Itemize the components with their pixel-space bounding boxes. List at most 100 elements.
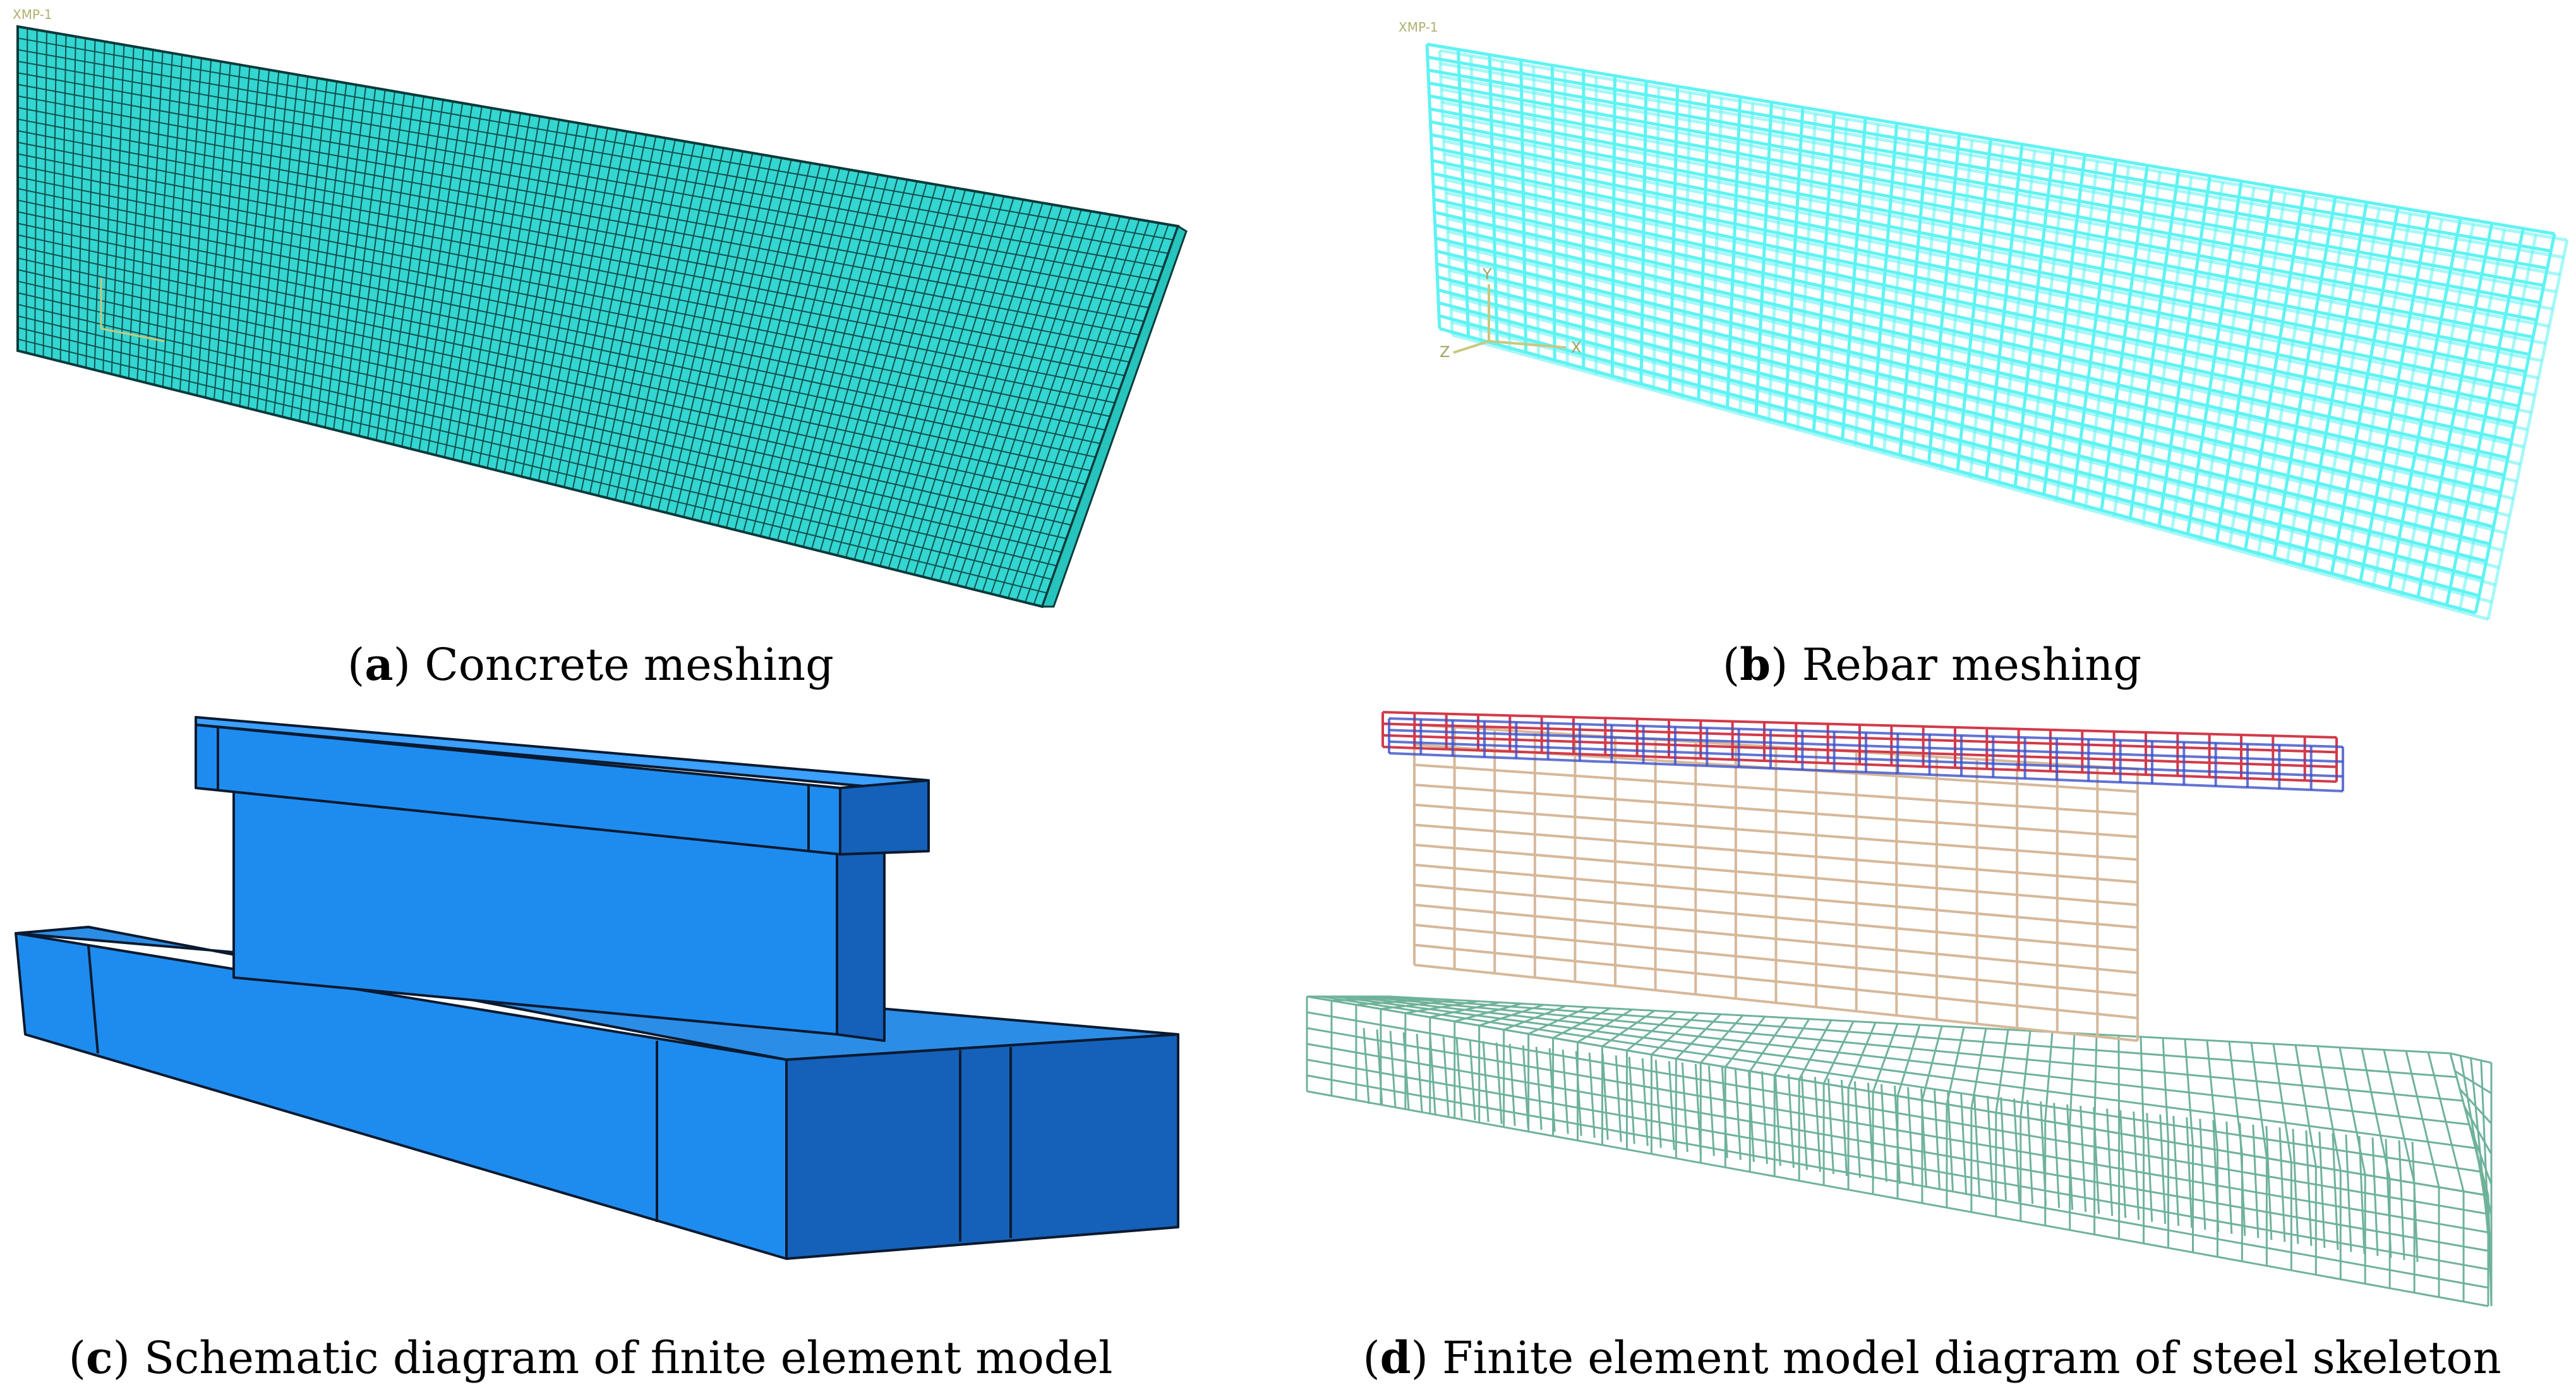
mesh-line <box>1867 1082 1874 1180</box>
triad-axis-z: Z <box>1440 343 1450 361</box>
top-beam-cage <box>1381 711 2344 792</box>
mesh-line <box>1451 320 2493 604</box>
mesh-line <box>17 327 1052 580</box>
mesh-line <box>1440 61 2564 259</box>
mesh-line <box>17 188 1110 417</box>
mesh-line <box>1973 1094 1981 1196</box>
mesh-line <box>1894 1086 1901 1184</box>
mesh-line <box>1987 1096 1994 1198</box>
mesh-line <box>1382 734 2337 768</box>
mesh-line <box>1654 1060 1662 1148</box>
mesh-line <box>1347 995 2470 1125</box>
mesh-line <box>2332 1133 2339 1251</box>
mesh-line <box>1306 1090 2489 1307</box>
mesh-line <box>1306 1074 2489 1289</box>
mesh-line <box>2318 1131 2326 1248</box>
panel-b-caption: (b) Rebar meshing <box>1722 638 2142 691</box>
mesh-line <box>17 49 1169 254</box>
mesh-line <box>1880 1084 1887 1182</box>
mesh-line <box>17 37 1174 241</box>
mesh-line <box>1388 717 2344 748</box>
mesh-line <box>17 315 1057 567</box>
mesh-line <box>1907 1087 1915 1186</box>
mesh-line <box>1548 1048 1556 1132</box>
mesh-line <box>1442 1036 1450 1117</box>
mesh-line <box>1522 1045 1529 1129</box>
web-rebar-grid <box>1413 724 2139 1042</box>
mesh-line <box>1382 722 2337 754</box>
mesh-line <box>1431 159 2523 391</box>
mesh-line <box>1414 784 2138 839</box>
panel-b-rebar-meshing: Y X Z XMP-1 (b) Rebar meshing <box>1288 0 2576 700</box>
mesh-line <box>2450 1052 2492 1064</box>
mesh-line <box>1721 1067 1728 1158</box>
mesh-line <box>1428 68 2548 270</box>
mesh-line <box>2464 1106 2493 1155</box>
mesh-line <box>1446 204 2525 449</box>
mesh-line <box>2066 1104 2074 1210</box>
mesh-line <box>2252 1124 2260 1239</box>
mesh-line <box>1414 724 2138 770</box>
coordinate-triad-icon <box>100 278 165 342</box>
mesh-line <box>17 281 1072 526</box>
mesh-line <box>1445 178 2532 415</box>
mesh-line <box>1429 120 2534 339</box>
mesh-line <box>2265 1125 2273 1240</box>
mesh-line <box>1435 249 2498 511</box>
panel-a-concrete-meshing: XMP-1 (a) Concrete meshing <box>0 0 1288 700</box>
mesh-line <box>1414 923 2138 997</box>
mesh-line <box>17 72 1159 281</box>
mesh-line <box>2278 1127 2286 1242</box>
mesh-line <box>1440 75 2561 277</box>
mesh-line <box>1445 191 2529 432</box>
web-side-face <box>836 840 886 1042</box>
mesh-line <box>1442 126 2546 346</box>
mesh-line <box>1429 1035 1436 1114</box>
mesh-line <box>1444 165 2536 397</box>
coordinate-triad-icon <box>1453 284 1567 354</box>
mesh-line <box>1414 823 2138 884</box>
triad-axis-x: X <box>1571 339 1581 356</box>
mesh-line <box>1361 995 2464 1102</box>
mesh-line <box>17 26 1179 227</box>
mesh-line <box>17 142 1130 363</box>
mesh-line <box>17 60 1164 268</box>
mesh-line <box>1734 1068 1742 1160</box>
mesh-line <box>1436 275 2491 546</box>
mesh-line <box>1435 236 2501 494</box>
mesh-line <box>1441 100 2553 311</box>
mesh-line <box>2133 1111 2140 1220</box>
mesh-line <box>17 338 1047 594</box>
mesh-line <box>1433 185 2516 425</box>
mesh-line <box>17 350 1043 607</box>
mesh-line <box>1853 1081 1861 1178</box>
mesh-line <box>1747 1069 1755 1162</box>
mesh-line <box>17 118 1140 336</box>
mesh-line <box>1448 269 2507 535</box>
mesh-line <box>17 95 1150 308</box>
panel-d-steel-skeleton: (d) Finite element model diagram of stee… <box>1288 700 2576 1399</box>
mesh-line <box>1363 1027 1370 1105</box>
rebar-mesh-drawing: Y X Z XMP-1 <box>1399 20 2569 621</box>
mesh-line <box>17 246 1086 485</box>
mesh-line <box>2053 1103 2061 1208</box>
mesh-line <box>2159 1114 2167 1224</box>
mesh-line <box>2026 1099 2034 1204</box>
mesh-line <box>1469 1039 1476 1120</box>
mesh-line <box>1376 1029 1383 1106</box>
mesh-line <box>1438 301 2484 580</box>
mesh-line <box>1575 1051 1582 1136</box>
mesh-line <box>1414 964 2138 1042</box>
mesh-line <box>17 176 1116 404</box>
mesh-line <box>2239 1123 2246 1236</box>
mesh-line <box>2345 1134 2352 1252</box>
mesh-line <box>1960 1093 1968 1194</box>
mesh-line <box>1429 107 2537 322</box>
mesh-line <box>1439 49 2568 242</box>
mesh-line <box>17 130 1135 349</box>
mesh-line <box>1432 172 2519 408</box>
mesh-line <box>1707 1065 1715 1156</box>
mesh-line <box>1934 1089 1941 1190</box>
mesh-line <box>2013 1098 2021 1202</box>
mesh-line <box>17 153 1125 377</box>
